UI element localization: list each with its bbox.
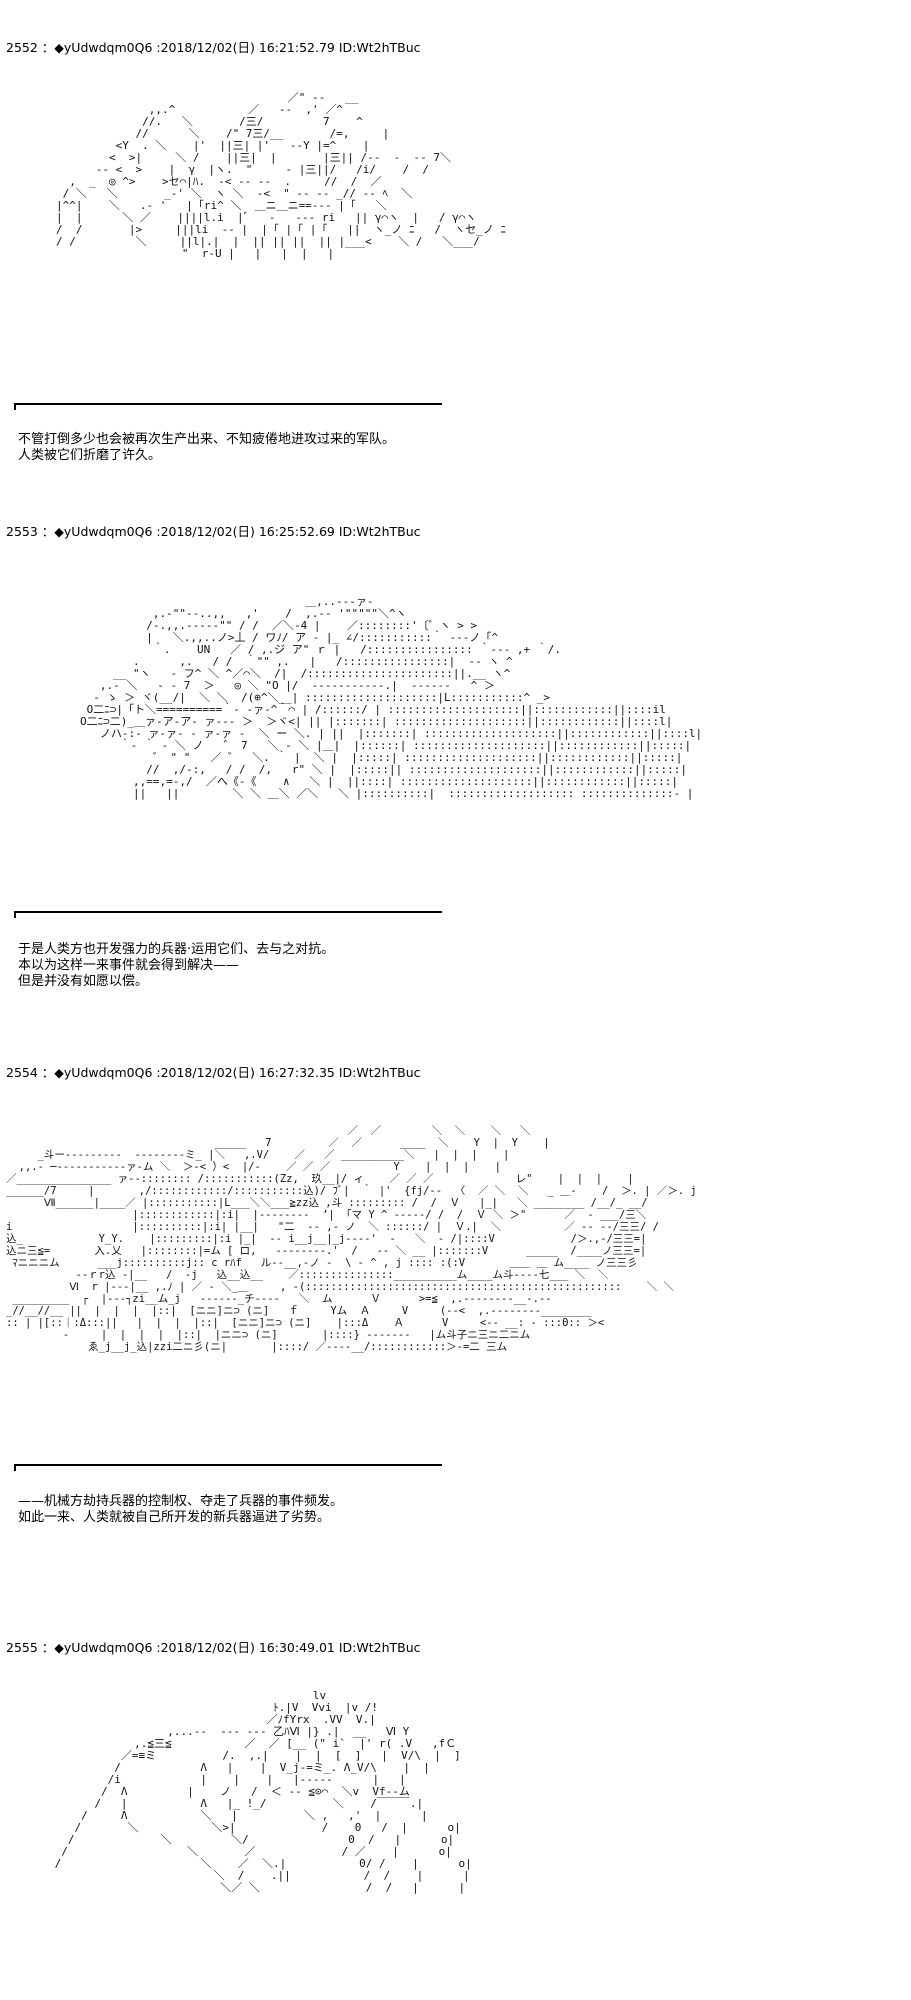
ascii-art: lv ﾄ.|V Vvi |v /! ／ﾉfYrx .VV V.| ,...‐‐ … [54, 1689, 472, 1894]
body-line: 本以为这样一来事件就会得到解决—— [18, 958, 240, 973]
body-line: 不管打倒多少也会被再次生产出来、不知疲倦地进攻过来的军队。 [18, 432, 396, 447]
body-line: 如此一来、人类就被自己所开发的新兵器逼进了劣势。 [18, 1510, 331, 1525]
body-line: ——机械方劫持兵器的控制权、夺走了兵器的事件频发。 [18, 1494, 344, 1509]
body-line: 但是并没有如愿以偿。 [18, 974, 149, 989]
divider [14, 403, 442, 410]
post-body: 于是人类方也开发强力的兵器·运用它们、去与之对抗。 本以为这样一来事件就会得到解… [18, 942, 334, 990]
ascii-art: ／" ‐‐ __ ,,.^ ／ ‐‐ ,' ／^ //. ＼ /三/ 7 ^ /… [56, 91, 506, 260]
ascii-art: ＿,..‐‐‐ァ‐ ,.‐""‐‐..,, ,' / ,.‐‐ '"""""＼^… [80, 595, 703, 800]
post-header: 2555 ：◆yUdwdqm0Q6 :2018/12/02(日) 16:30:4… [6, 1640, 421, 1655]
divider [14, 1464, 442, 1471]
post-header: 2553 ：◆yUdwdqm0Q6 :2018/12/02(日) 16:25:5… [6, 524, 421, 539]
post-body: 不管打倒多少也会被再次生产出来、不知疲倦地进攻过来的军队。 人类被它们折磨了许久… [18, 432, 395, 464]
post-header: 2552 ：◆yUdwdqm0Q6 :2018/12/02(日) 16:21:5… [6, 40, 421, 55]
ascii-art: ／ ／ ＼ ＼ ＼ ＼ _____ 7 ／ ／ ____ ＼ Y | Y | _… [6, 1125, 697, 1353]
post-header: 2554 ：◆yUdwdqm0Q6 :2018/12/02(日) 16:27:3… [6, 1065, 421, 1080]
post-body: ——机械方劫持兵器的控制权、夺走了兵器的事件频发。 如此一来、人类就被自己所开发… [18, 1494, 343, 1526]
body-line: 人类被它们折磨了许久。 [18, 448, 162, 463]
body-line: 于是人类方也开发强力的兵器·运用它们、去与之对抗。 [18, 942, 335, 957]
divider [14, 911, 442, 918]
